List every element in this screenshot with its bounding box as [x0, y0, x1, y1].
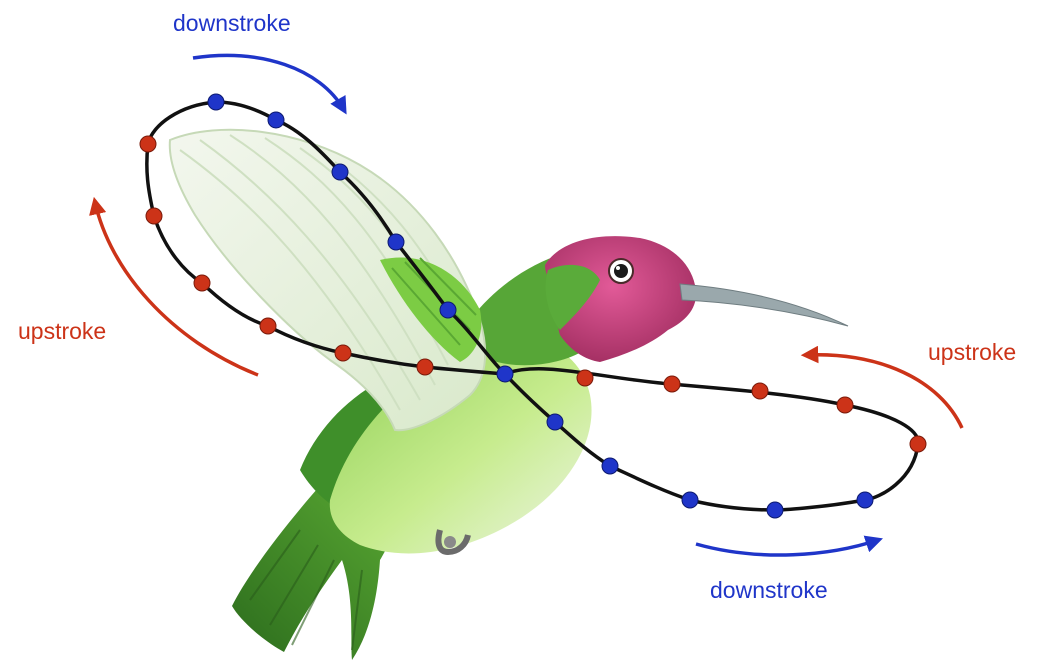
upstroke-point [837, 397, 853, 413]
downstroke-point [440, 302, 456, 318]
downstroke-point [497, 366, 513, 382]
downstroke-point [547, 414, 563, 430]
downstroke-point [268, 112, 284, 128]
downstroke-point [682, 492, 698, 508]
upstroke-point [910, 436, 926, 452]
upstroke-point [752, 383, 768, 399]
upstroke-point [194, 275, 210, 291]
downstroke-label-bottom: downstroke [710, 579, 828, 602]
upstroke-point [335, 345, 351, 361]
downstroke-label-top: downstroke [173, 12, 291, 35]
upstroke-point [417, 359, 433, 375]
downstroke-point [208, 94, 224, 110]
upstroke-point [260, 318, 276, 334]
upstroke-label-left: upstroke [18, 320, 106, 343]
downstroke-point [332, 164, 348, 180]
downstroke-point [767, 502, 783, 518]
upstroke-point [146, 208, 162, 224]
upstroke-label-right: upstroke [928, 341, 1016, 364]
upstroke-point [664, 376, 680, 392]
upstroke-point [140, 136, 156, 152]
wing [170, 130, 485, 430]
downstroke-point [602, 458, 618, 474]
downstroke-arrow-bottom [696, 540, 878, 555]
downstroke-point [388, 234, 404, 250]
upstroke-point [577, 370, 593, 386]
downstroke-point [857, 492, 873, 508]
beak [680, 284, 848, 326]
